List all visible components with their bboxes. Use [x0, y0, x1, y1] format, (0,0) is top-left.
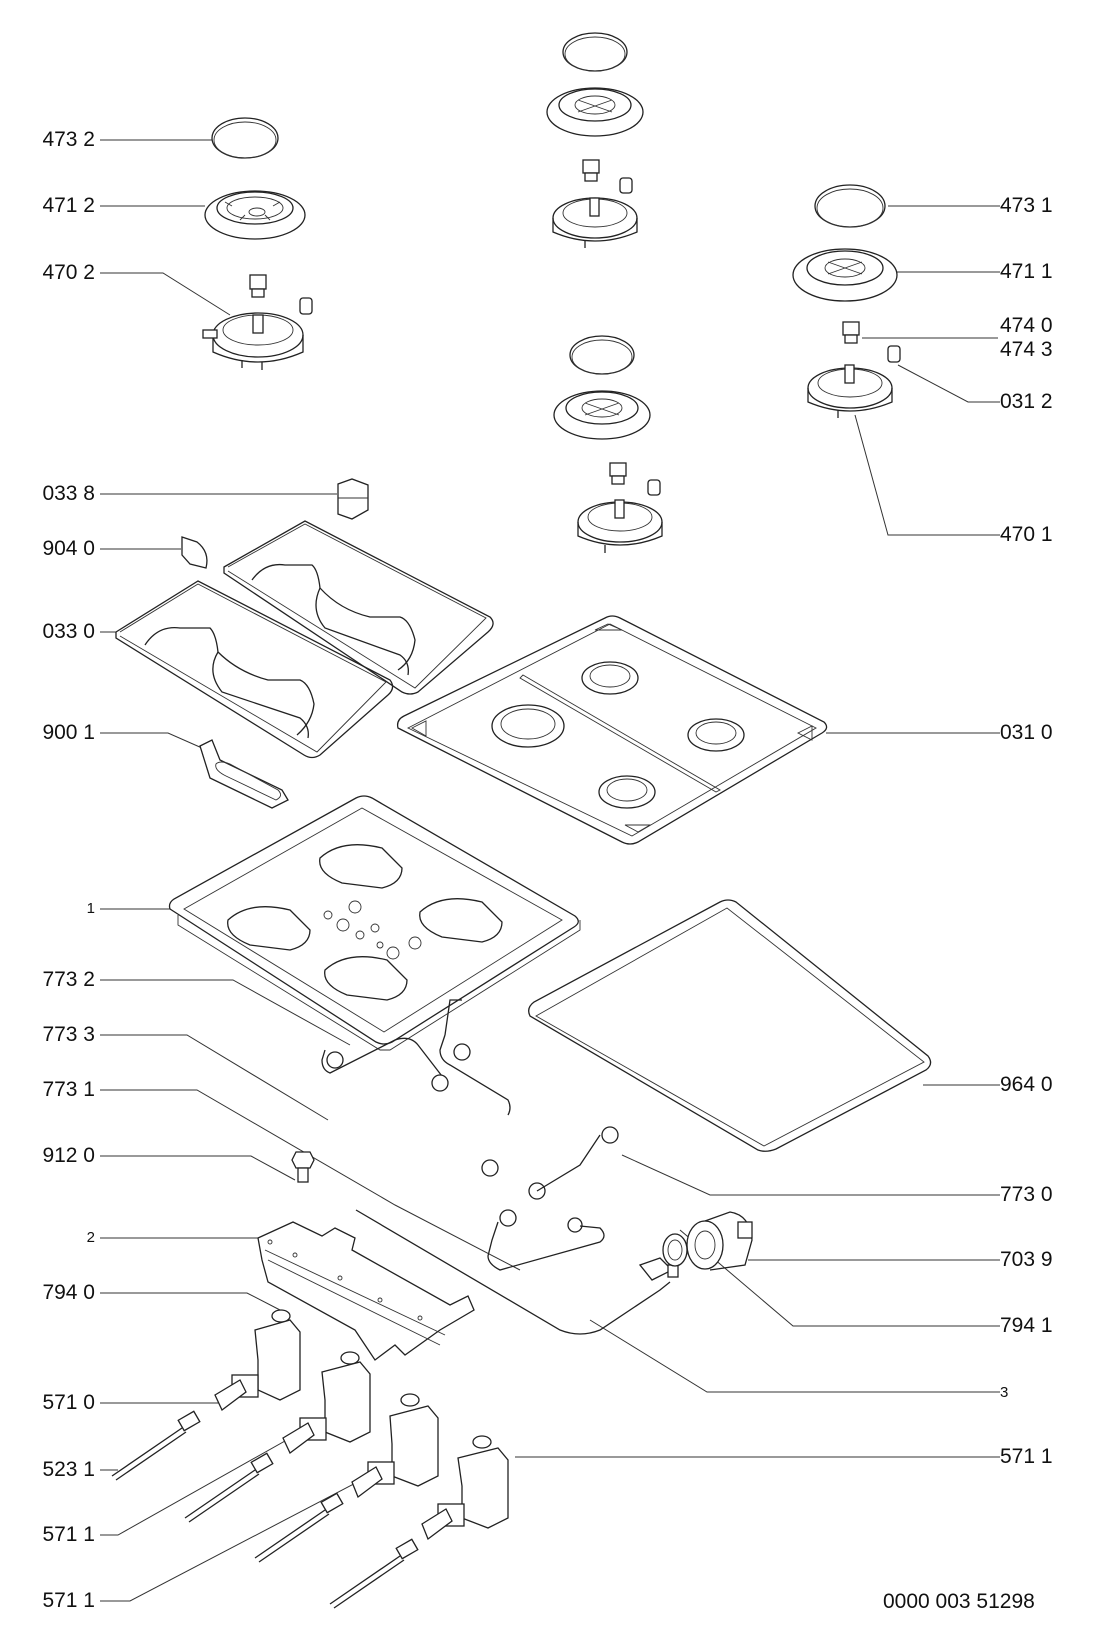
thermocouples	[111, 1410, 419, 1609]
callout-manifold: 3	[1000, 1384, 1009, 1401]
callout-washer-left: 794 0	[42, 1281, 95, 1304]
callout-pan-support: 033 0	[42, 620, 95, 643]
callout-clip: 033 8	[42, 482, 95, 505]
callout-injector-a: 474 0	[1000, 314, 1053, 337]
callout-electrode: 031 2	[1000, 390, 1053, 413]
tap-1	[214, 1309, 301, 1412]
base-tray-1	[168, 795, 581, 1051]
callout-tap-1a: 571 1	[42, 1523, 95, 1546]
elbow-connector-703-9	[686, 1211, 753, 1271]
callout-elbow-connector: 703 9	[1000, 1248, 1053, 1271]
callout-thermocouple: 523 1	[42, 1458, 95, 1481]
pan-supports	[115, 520, 494, 759]
callout-burner-ring-left: 471 2	[42, 194, 95, 217]
document-number: 0000 003 51298	[883, 1590, 1035, 1613]
callout-pipe-773-0: 773 0	[1000, 1183, 1053, 1206]
callout-hob-top: 031 0	[1000, 721, 1053, 744]
tap-2	[282, 1351, 371, 1455]
callout-manifold-bracket: 2	[86, 1229, 95, 1246]
screw-912-0	[291, 1151, 315, 1183]
leader-lines	[100, 139, 1000, 1602]
callout-seal: 964 0	[1000, 1073, 1053, 1096]
callout-pipe-773-3: 773 3	[42, 1023, 95, 1046]
burner-assembly-top-middle	[546, 32, 644, 248]
callout-bracket: 900 1	[42, 721, 95, 744]
callout-pipe-773-2: 773 2	[42, 968, 95, 991]
callout-burner-base-right: 470 1	[1000, 523, 1053, 546]
washer-794-1	[662, 1233, 688, 1267]
bracket-900-1	[199, 739, 289, 809]
callout-tap-1b: 571 1	[42, 1589, 95, 1612]
burner-assembly-right	[792, 184, 901, 418]
callout-burner-ring-right: 471 1	[1000, 260, 1053, 283]
callout-pipe-773-1: 773 1	[42, 1078, 95, 1101]
callout-tap-1c: 571 1	[1000, 1445, 1053, 1468]
manifold-bracket-2	[257, 1221, 475, 1361]
callout-cap-right: 473 1	[1000, 194, 1053, 217]
gas-taps	[111, 1309, 509, 1609]
tap-4	[421, 1435, 509, 1541]
hob-top-031-0	[396, 615, 828, 845]
callout-burner-base-left: 470 2	[42, 261, 95, 284]
clip-033-8	[337, 478, 369, 520]
gas-pipes	[321, 999, 679, 1335]
seal-964-0	[528, 899, 932, 1152]
tap-3	[351, 1393, 439, 1499]
callout-foot: 904 0	[42, 537, 95, 560]
callout-tap-0: 571 0	[42, 1391, 95, 1414]
burner-assembly-left	[202, 117, 313, 370]
callout-base-tray: 1	[86, 900, 95, 917]
foot-904-0	[181, 536, 208, 569]
burner-assembly-middle	[553, 335, 663, 553]
callout-injector-b: 474 3	[1000, 338, 1053, 361]
callout-washer-right: 794 1	[1000, 1314, 1053, 1337]
callout-cap-left: 473 2	[42, 128, 95, 151]
callout-screw: 912 0	[42, 1144, 95, 1167]
